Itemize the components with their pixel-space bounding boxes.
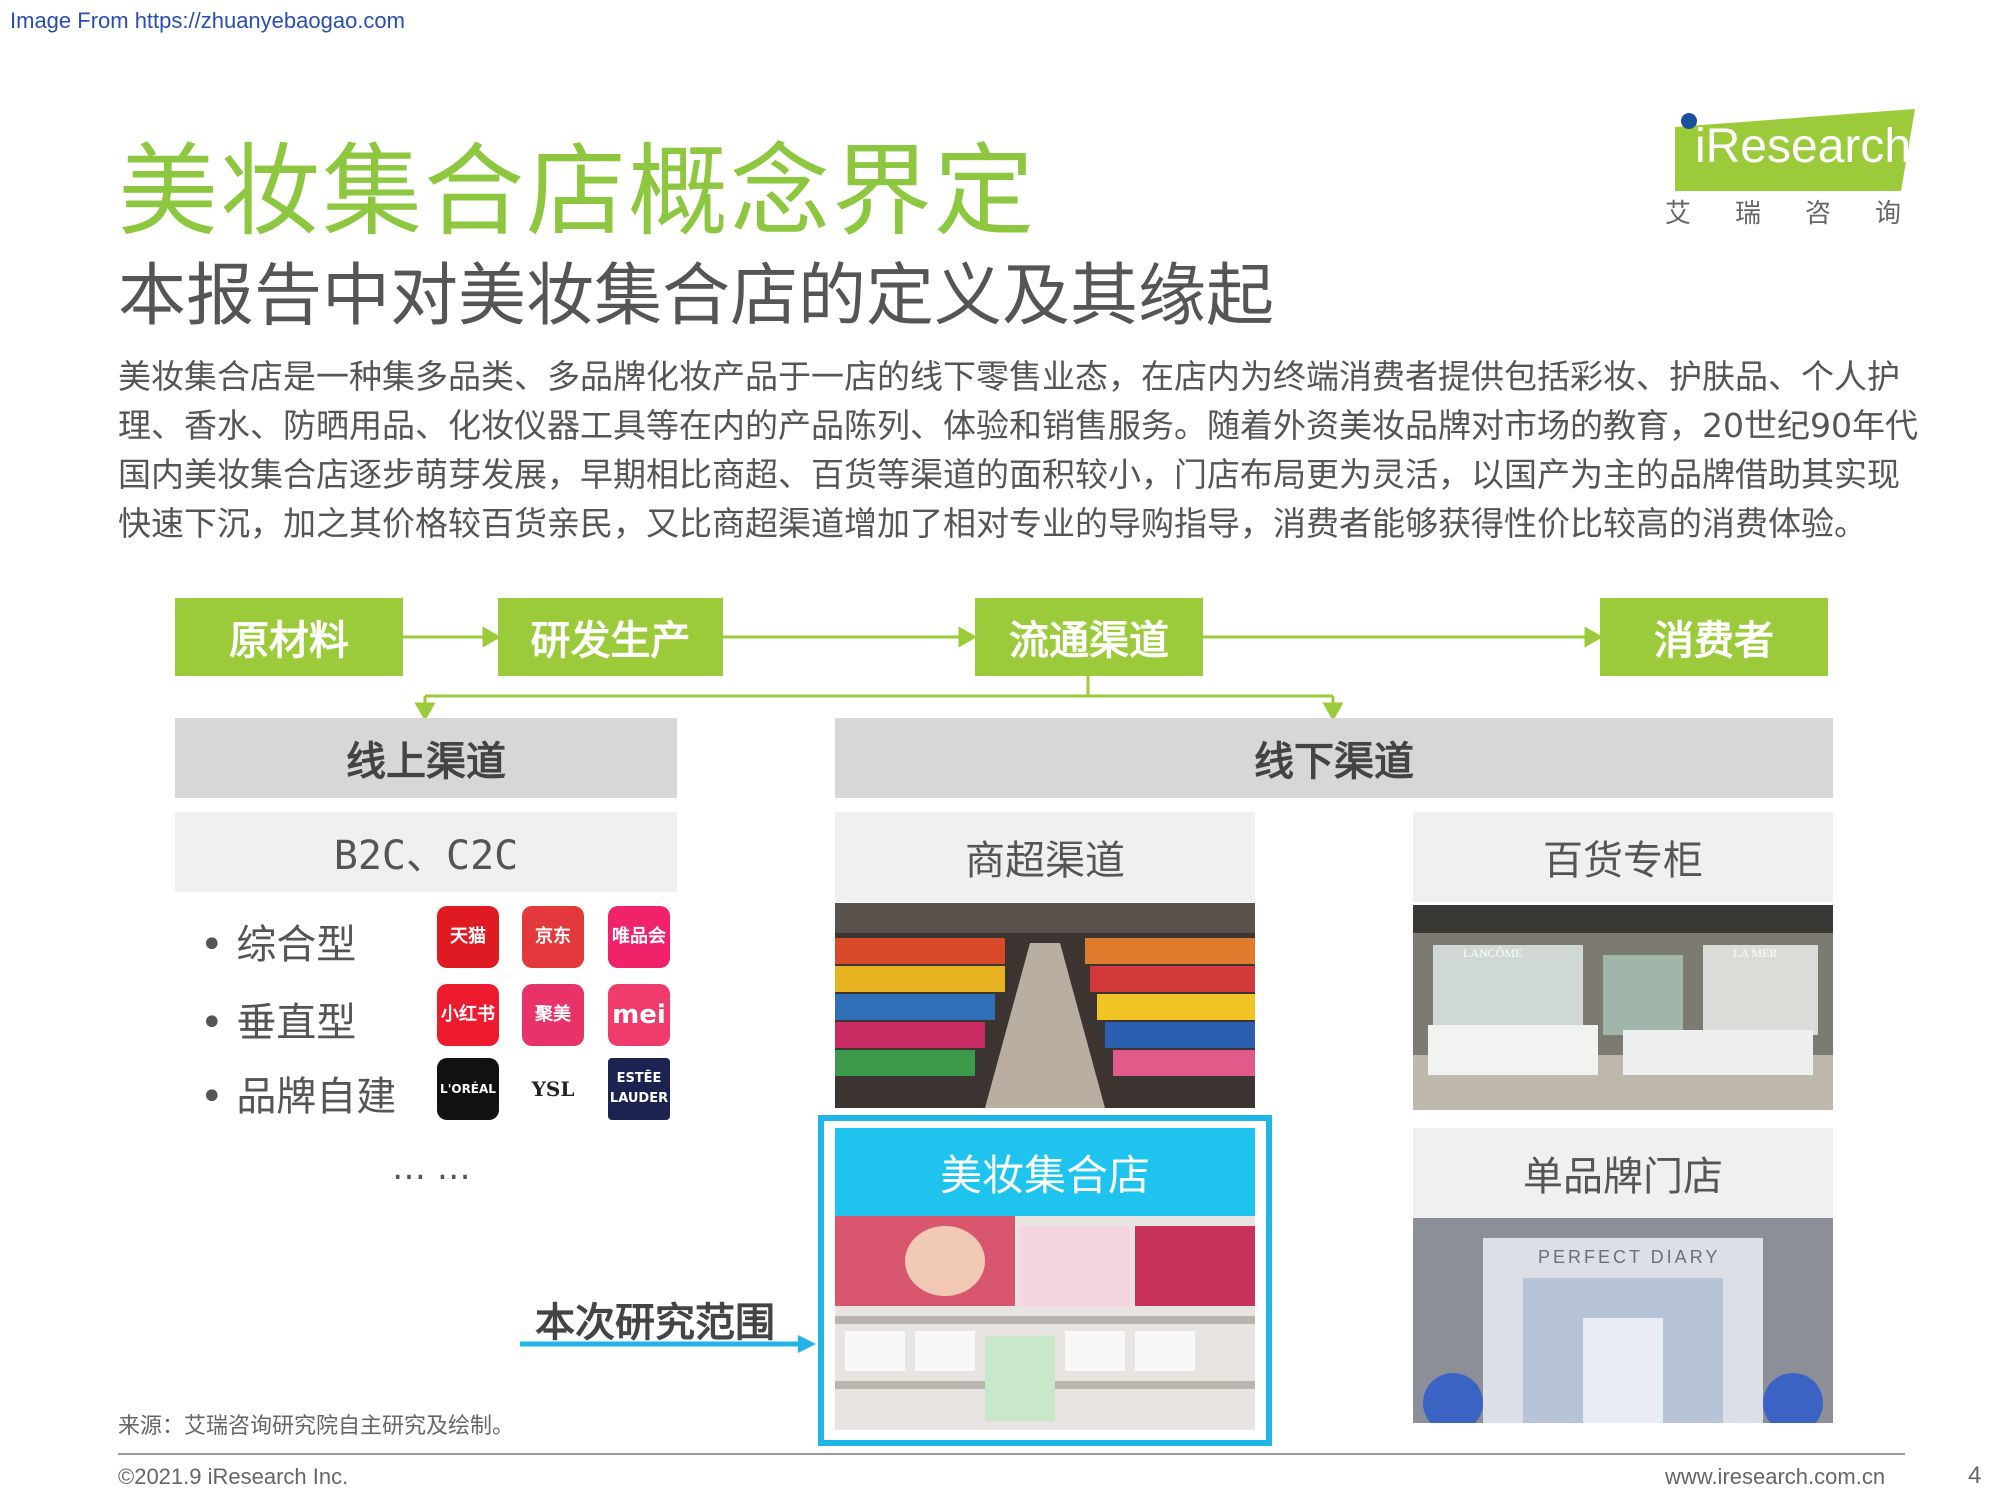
online-type-label: B2C、C2C — [175, 812, 677, 892]
offline-channel-header: 线下渠道 — [835, 718, 1833, 798]
vip-icon: 唯品会 — [608, 906, 670, 968]
logo-subtext: 艾瑞咨询 — [1665, 199, 1946, 229]
lancome-sign: LANCÔME — [1463, 946, 1522, 960]
bullet-brand-own: • 品牌自建 — [200, 1074, 397, 1120]
mei-icon: mei — [608, 984, 670, 1046]
logo-wordmark: iResearch — [1695, 120, 1912, 173]
footer-copyright: ©2021.9 iResearch Inc. — [118, 1464, 349, 1489]
estee-lauder-icon: ESTĒE LAUDER — [608, 1058, 670, 1120]
research-scope-frame — [818, 1115, 1272, 1446]
tmall-icon: 天猫 — [437, 906, 499, 968]
footer-divider — [118, 1453, 1905, 1455]
flow-step-consumer: 消费者 — [1600, 598, 1828, 676]
perfect-diary-sign: PERFECT DIARY — [1538, 1247, 1720, 1267]
single-brand-store-label: 单品牌门店 — [1413, 1128, 1833, 1218]
xiaohongshu-icon: 小红书 — [437, 984, 499, 1046]
definition-paragraph: 美妆集合店是一种集多品类、多品牌化妆产品于一店的线下零售业态，在店内为终端消费者… — [118, 357, 1918, 543]
more-ellipsis: … … — [392, 1148, 471, 1188]
ysl-icon: YSL — [522, 1058, 584, 1120]
beauty-collection-store-photo — [835, 1216, 1255, 1430]
logo-badge — [1675, 109, 1915, 191]
bullet-label: 综合型 — [236, 922, 357, 968]
flow-step-rd-production: 研发生产 — [498, 598, 723, 676]
footer-website[interactable]: www.iresearch.com.cn — [1665, 1464, 1886, 1489]
source-url[interactable]: Image From https://zhuanyebaogao.com — [10, 8, 405, 33]
flow-step-distribution: 流通渠道 — [975, 598, 1203, 676]
beauty-collection-store-label: 美妆集合店 — [835, 1128, 1255, 1216]
single-brand-store-photo: PERFECT DIARY — [1413, 1218, 1833, 1423]
bullet-comprehensive: • 综合型 — [200, 922, 357, 968]
research-scope-label: 本次研究范围 — [535, 1300, 775, 1346]
flow-step-raw-materials: 原材料 — [175, 598, 403, 676]
flow-connectors — [403, 626, 1604, 722]
bullet-label: 品牌自建 — [236, 1074, 397, 1120]
department-store-photo: LANCÔME LA MER — [1413, 905, 1833, 1110]
supermarket-channel-label: 商超渠道 — [835, 812, 1255, 902]
jumei-icon: 聚美 — [522, 984, 584, 1046]
la-mer-sign: LA MER — [1733, 946, 1777, 960]
department-store-label: 百货专柜 — [1413, 812, 1833, 902]
source-note: 来源：艾瑞咨询研究院自主研究及绘制。 — [118, 1414, 515, 1439]
page-title: 美妆集合店概念界定 — [118, 133, 1036, 250]
jd-icon: 京东 — [522, 906, 584, 968]
scope-arrow — [520, 1335, 816, 1353]
bullet-label: 垂直型 — [236, 1000, 357, 1046]
loreal-icon: L'ORÉAL — [437, 1058, 499, 1120]
online-channel-header: 线上渠道 — [175, 718, 677, 798]
page-number: 4 — [1968, 1462, 1982, 1489]
page-subtitle: 本报告中对美妆集合店的定义及其缘起 — [118, 257, 1275, 336]
iresearch-logo: iResearch 艾瑞咨询 — [1665, 105, 1915, 229]
bullet-vertical: • 垂直型 — [200, 1000, 357, 1046]
supermarket-photo — [835, 903, 1255, 1108]
